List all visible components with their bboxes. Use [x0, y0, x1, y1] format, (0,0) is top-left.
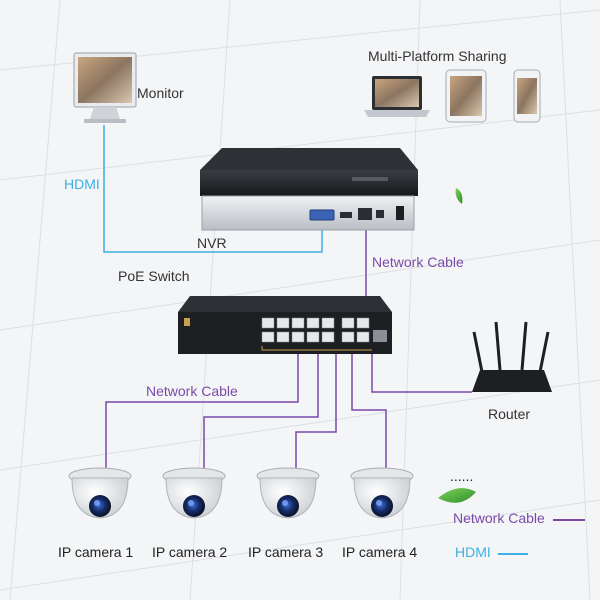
- network-cable-camera-4: [351, 352, 387, 470]
- dome-camera-3-icon: [256, 467, 320, 519]
- phone-icon: [513, 69, 541, 123]
- hdmi-label: HDMI: [64, 176, 100, 192]
- poe-switch-icon: [178, 296, 392, 354]
- network-cable-camera-3: [295, 352, 337, 470]
- ellipsis-text: ......: [450, 468, 474, 484]
- poe-switch-label: PoE Switch: [118, 268, 190, 284]
- network-cable-camera-1: [105, 352, 299, 470]
- tablet-icon: [445, 69, 487, 123]
- dome-camera-4-icon: [350, 467, 414, 519]
- network-cable-label-top: Network Cable: [372, 254, 464, 270]
- legend-network-line: [553, 519, 585, 521]
- leaf-icon: [438, 488, 476, 503]
- nvr-icon: [200, 148, 418, 231]
- dome-camera-1-icon: [68, 467, 132, 519]
- leaf-icon: [455, 188, 463, 204]
- network-cable-label-left: Network Cable: [146, 383, 238, 399]
- camera-label-4: IP camera 4: [342, 544, 418, 560]
- camera-label-2: IP camera 2: [152, 544, 228, 560]
- camera-label-1: IP camera 1: [58, 544, 134, 560]
- network-cable-switch-router: [371, 350, 472, 393]
- router-label: Router: [488, 406, 531, 422]
- hdmi-cable-monitor-nvr: [103, 125, 323, 253]
- router-icon: [472, 321, 552, 392]
- sharing-label: Multi-Platform Sharing: [368, 48, 507, 64]
- legend-network-label: Network Cable: [453, 510, 545, 526]
- monitor-icon: [73, 52, 137, 123]
- network-cable-camera-2: [203, 352, 319, 470]
- legend-hdmi-label: HDMI: [455, 544, 491, 560]
- dome-camera-2-icon: [162, 467, 226, 519]
- nvr-label: NVR: [197, 235, 227, 251]
- laptop-icon: [364, 76, 430, 117]
- monitor-label: Monitor: [137, 85, 184, 101]
- camera-label-3: IP camera 3: [248, 544, 324, 560]
- legend-hdmi-line: [498, 553, 528, 555]
